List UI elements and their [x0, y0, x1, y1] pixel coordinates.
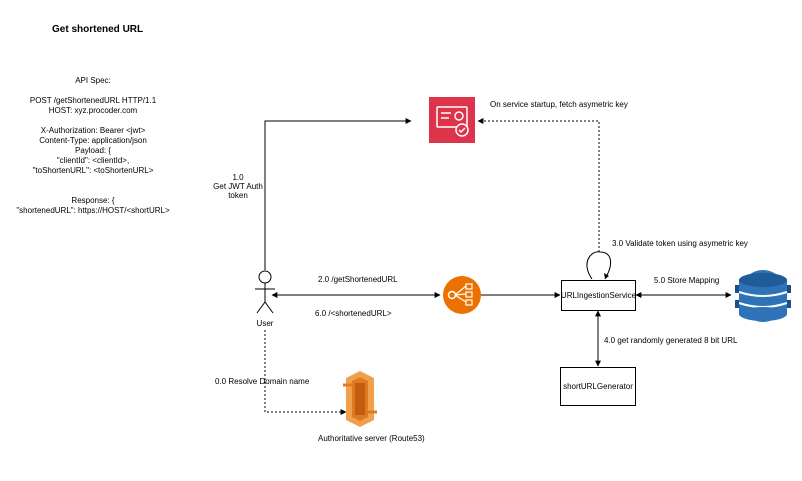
edge-label-resolve-domain: 0.0 Resolve Domain name — [215, 377, 310, 386]
database-icon — [735, 270, 791, 322]
edge-label-get-random-url: 4.0 get randomly generated 8 bit URL — [604, 336, 738, 345]
short-url-generator-node: shortURLGenerator — [560, 367, 636, 406]
api-spec-line: "shortenedURL": https://HOST/<shortURL> — [16, 206, 170, 215]
user-label: User — [256, 319, 274, 328]
route53-icon — [343, 371, 377, 427]
diagram-title: Get shortened URL — [52, 24, 144, 35]
api-spec-line: Payload: { — [74, 146, 112, 155]
api-spec: API Spec: POST /getShortenedURL HTTP/1.1… — [0, 76, 186, 216]
edge-label-fetch-key: On service startup, fetch asymetric key — [490, 100, 628, 109]
api-spec-line: "toShortenURL": <toShortenURL> — [32, 166, 154, 175]
edge-label-response: 6.0 /<shortenedURL> — [315, 309, 392, 318]
edge-label-jwt-title: Get JWT Auth — [213, 182, 263, 191]
api-spec-line: HOST: xyz.procoder.com — [48, 106, 138, 115]
edge-get-jwt — [264, 118, 412, 270]
certificate-icon — [429, 97, 475, 143]
edge-validate-token — [586, 251, 612, 280]
edge-resolve-domain — [264, 330, 347, 415]
edge-label-jwt-token: token — [228, 191, 248, 200]
edge-label-get-shortened-url: 2.0 /getShortenedURL — [318, 275, 398, 284]
edge-fetch-key — [477, 118, 600, 252]
route53-label: Authoritative server (Route53) — [318, 434, 425, 443]
api-spec-line: Response: { — [71, 196, 115, 205]
edge-label-validate-token: 3.0 Validate token using asymetric key — [612, 239, 748, 248]
user-icon — [255, 270, 275, 314]
api-spec-line: X-Authorization: Bearer <jwt> — [40, 126, 146, 135]
edge-label-store-mapping: 5.0 Store Mapping — [654, 276, 720, 285]
api-spec-line: POST /getShortenedURL HTTP/1.1 — [29, 96, 157, 105]
url-ingestion-service-node: URLIngestionService — [561, 280, 636, 311]
edge-label-jwt-step: 1.0 — [232, 173, 244, 182]
api-spec-line: "clientId": <clientId>, — [56, 156, 130, 165]
api-spec-line: Content-Type: application/json — [39, 136, 147, 145]
api-spec-line: API Spec: — [75, 76, 111, 85]
load-balancer-icon — [443, 276, 481, 314]
